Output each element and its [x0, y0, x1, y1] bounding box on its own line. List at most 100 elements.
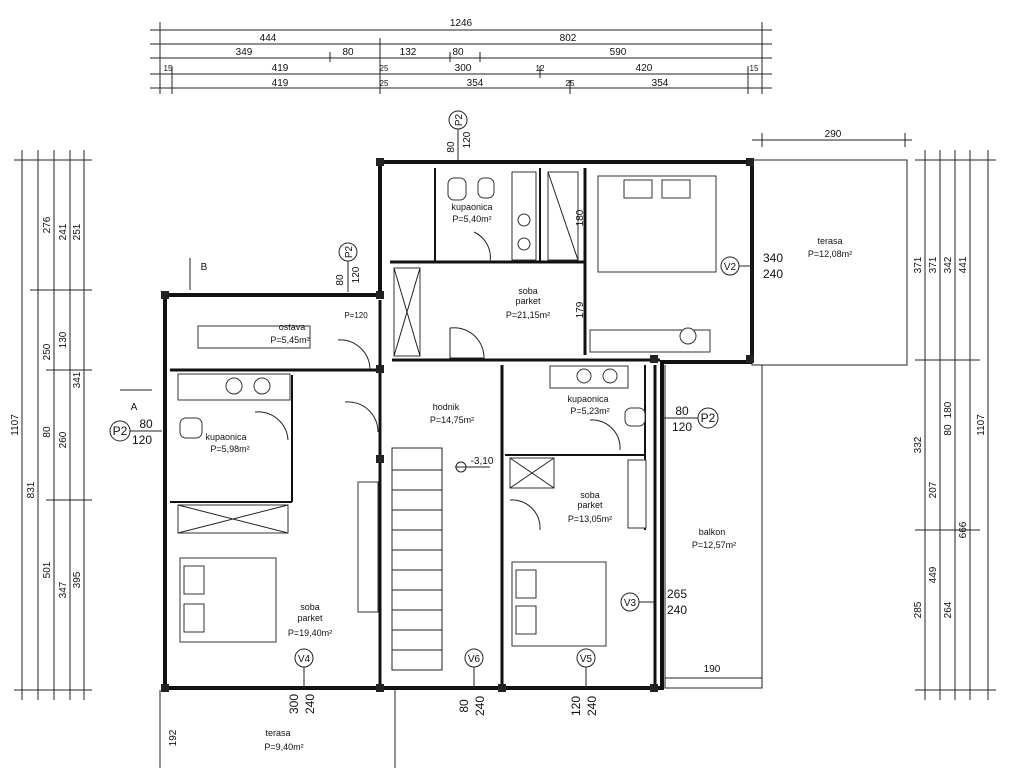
columns [161, 158, 754, 692]
dim-left-276: 276 [42, 216, 53, 233]
p2-mid-h: 120 [351, 266, 362, 283]
dim-right-180: 180 [943, 401, 954, 418]
dim-left-260: 260 [58, 431, 69, 448]
room-terasa-top-name: terasa [817, 236, 842, 246]
v3-tag: V3 [624, 598, 637, 609]
dim-left-395: 395 [72, 571, 83, 588]
v3-w: 265 [667, 587, 687, 601]
bed-icon [597, 175, 717, 273]
sink-icon [225, 377, 243, 395]
dim-25a: 25 [380, 64, 389, 73]
dim-right-342: 342 [943, 256, 954, 273]
dim-444: 444 [260, 33, 277, 44]
dim-192: 192 [168, 729, 179, 746]
dim-354b: 354 [652, 78, 669, 89]
dim-80b: 80 [452, 47, 464, 58]
dim-right-441: 441 [958, 256, 969, 273]
room-hodnik-name: hodnik [433, 402, 460, 412]
p2-top-h: 120 [462, 131, 473, 148]
dim-right-285: 285 [913, 601, 924, 618]
toilet-icon [447, 177, 467, 201]
dim-right-371a: 371 [913, 256, 924, 273]
room-soba-right-name: soba [580, 490, 600, 500]
staircase [391, 447, 443, 671]
dim-left-241: 241 [58, 223, 69, 240]
dim-190: 190 [704, 664, 721, 675]
dim-179: 179 [575, 301, 586, 318]
room-soba-left-name: soba [300, 602, 320, 612]
dim-right-371b: 371 [928, 256, 939, 273]
dim-right-666: 666 [958, 521, 969, 538]
left-dimension-chain: 1107 831 276 250 80 501 241 130 260 347 … [10, 150, 92, 700]
v5-tag: V5 [580, 654, 593, 665]
dim-right-1107: 1107 [976, 414, 987, 436]
room-kupaonica-top-name: kupaonica [451, 202, 492, 212]
dim-left-341: 341 [72, 371, 83, 388]
dim-left-1107: 1107 [10, 414, 21, 436]
room-ostava-name: ostava [279, 322, 306, 332]
dim-419b: 419 [272, 78, 289, 89]
dim-80a: 80 [342, 47, 354, 58]
p2-top-tag: P2 [454, 113, 465, 126]
shelf-icon [197, 325, 311, 349]
dim-left-347: 347 [58, 581, 69, 598]
dim-419a: 419 [272, 63, 289, 74]
p120-label: P=120 [344, 311, 368, 320]
dim-15a: 15 [164, 64, 173, 73]
v3-h: 240 [667, 603, 687, 617]
dim-15b: 15 [750, 64, 759, 73]
right-dimension-chain: 371 332 285 371 207 449 342 180 264 80 4… [913, 150, 996, 700]
room-kupaonica-top-area: P=5,40m² [452, 214, 491, 224]
v6-tag: V6 [468, 654, 481, 665]
fixtures [177, 171, 717, 671]
walls [159, 159, 908, 768]
room-soba-mid-area: P=21,15m² [506, 310, 550, 320]
p2-top-w: 80 [446, 141, 457, 153]
dim-132: 132 [400, 47, 417, 58]
room-kupaonica-right-name: kupaonica [567, 394, 608, 404]
dim-right-207: 207 [928, 481, 939, 498]
v4-h: 240 [303, 694, 317, 714]
dim-802: 802 [560, 33, 577, 44]
dim-left-831: 831 [26, 481, 37, 498]
top-dimension-chain: 1246 444 802 349 80 132 80 590 419 300 4… [150, 18, 772, 94]
dim-left-250: 250 [42, 343, 53, 360]
room-soba-left-floor: parket [297, 613, 323, 623]
dim-right-449: 449 [928, 566, 939, 583]
terrace-width-dimension: 290 [752, 129, 912, 147]
room-soba-mid-floor: parket [515, 296, 541, 306]
opening-tags: P2 80 120 P2 80 120 P=120 P2 80 120 P2 8… [109, 110, 783, 716]
v5-w: 120 [569, 696, 583, 716]
dim-354a: 354 [467, 78, 484, 89]
door-swings [254, 231, 621, 531]
room-labels: kupaonica P=5,40m² soba parket P=21,15m²… [205, 202, 852, 752]
dim-overall: 1246 [450, 18, 473, 29]
dim-300: 300 [455, 63, 472, 74]
section-b-label: B [201, 262, 208, 273]
dim-349: 349 [236, 47, 253, 58]
room-balkon-area: P=12,57m² [692, 540, 736, 550]
dim-290: 290 [825, 129, 842, 140]
dim-left-251: 251 [72, 223, 83, 240]
p2-right-tag: P2 [701, 411, 716, 425]
p2-left-h: 120 [132, 433, 152, 447]
dim-right-264: 264 [943, 601, 954, 618]
toilet-icon-left [179, 417, 203, 439]
misc-annotations: -3,10 180 179 190 192 A B [120, 209, 762, 746]
room-balkon-name: balkon [699, 527, 726, 537]
p2-right-h: 120 [672, 420, 692, 434]
dim-12: 12 [536, 64, 545, 73]
v2-tag: V2 [724, 262, 737, 273]
dim-420: 420 [636, 63, 653, 74]
v6-w: 80 [457, 699, 471, 713]
p2-left-w: 80 [139, 417, 153, 431]
room-kupaonica-left-name: kupaonica [205, 432, 246, 442]
room-ostava-area: P=5,45m² [270, 335, 309, 345]
room-soba-right-floor: parket [577, 500, 603, 510]
p2-left-tag: P2 [113, 424, 128, 438]
dim-left-501: 501 [42, 561, 53, 578]
room-soba-left-area: P=19,40m² [288, 628, 332, 638]
dim-590: 590 [610, 47, 627, 58]
dim-180: 180 [575, 209, 586, 226]
